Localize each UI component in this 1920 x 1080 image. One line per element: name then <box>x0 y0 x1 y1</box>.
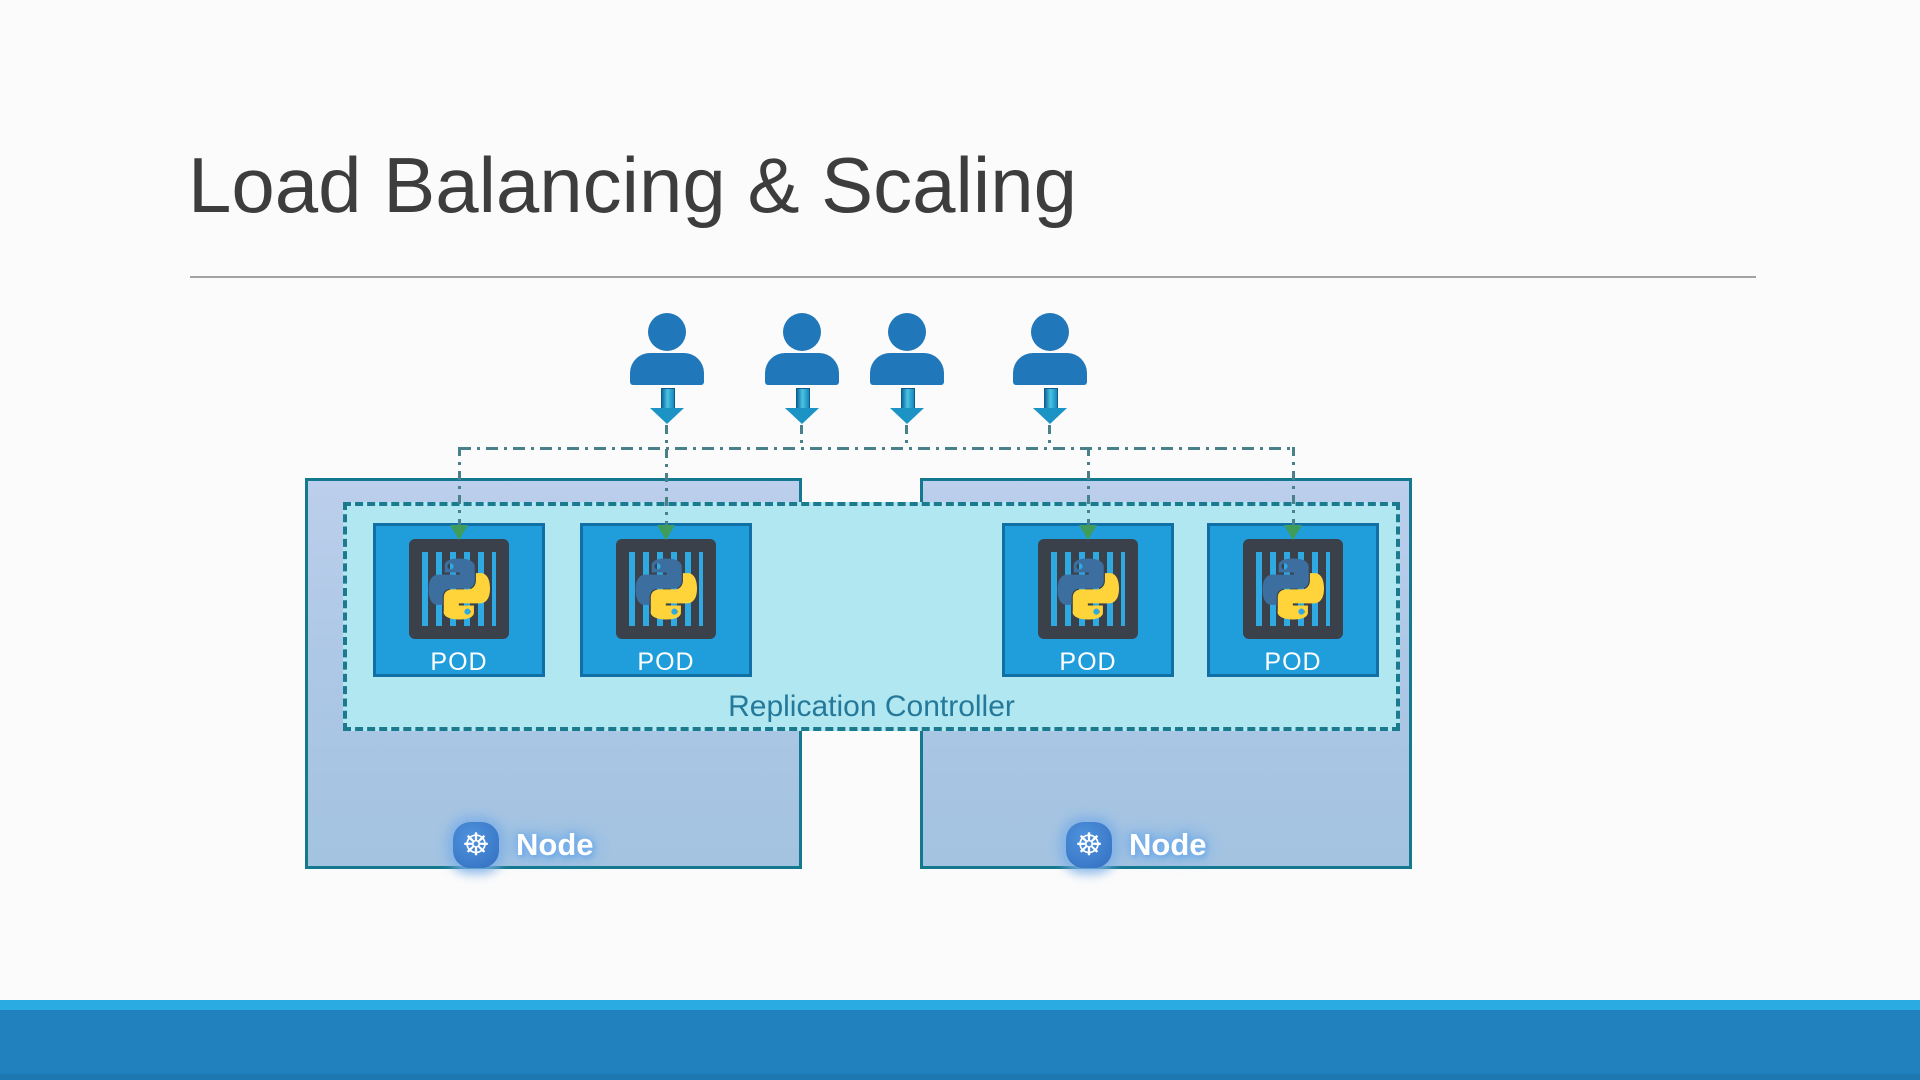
connector-line <box>458 447 461 525</box>
down-arrow-icon <box>785 388 819 424</box>
user-body <box>870 353 944 385</box>
user-icon <box>629 313 705 385</box>
connector-line <box>665 425 668 525</box>
python-logo-icon <box>1057 558 1119 620</box>
footer-bar <box>0 1010 1920 1074</box>
node-label: Node <box>1129 827 1207 862</box>
python-logo-icon <box>1262 558 1324 620</box>
pod-box: POD <box>1002 523 1174 677</box>
title-divider <box>190 276 1756 278</box>
connector-arrowhead-icon <box>657 525 675 540</box>
pod-box: POD <box>373 523 545 677</box>
connector-line <box>1292 447 1295 525</box>
footer-accent-bar <box>0 1000 1920 1010</box>
connector-bus-line <box>459 447 1295 450</box>
node-label: Node <box>516 827 594 862</box>
pod-label: POD <box>637 648 695 676</box>
down-arrow-icon <box>650 388 684 424</box>
user-head <box>888 313 926 351</box>
connector-line <box>800 425 803 449</box>
pod-box: POD <box>1207 523 1379 677</box>
connector-arrowhead-icon <box>1284 525 1302 540</box>
container-icon <box>616 539 716 639</box>
pod-label: POD <box>430 648 488 676</box>
user-head <box>648 313 686 351</box>
kubernetes-icon: ☸ <box>453 822 499 868</box>
container-icon <box>1243 539 1343 639</box>
footer-bottom-strip <box>0 1074 1920 1080</box>
user-icon <box>869 313 945 385</box>
down-arrow-icon <box>890 388 924 424</box>
connector-arrowhead-icon <box>1079 525 1097 540</box>
down-arrow-icon <box>1033 388 1067 424</box>
user-icon <box>764 313 840 385</box>
pod-label: POD <box>1059 648 1117 676</box>
replication-controller-label: Replication Controller <box>728 690 1015 723</box>
user-head <box>783 313 821 351</box>
user-head <box>1031 313 1069 351</box>
connector-line <box>905 425 908 449</box>
connector-line <box>1087 447 1090 525</box>
connector-arrowhead-icon <box>450 525 468 540</box>
user-icon <box>1012 313 1088 385</box>
page-title: Load Balancing & Scaling <box>188 141 1077 229</box>
connector-line <box>1048 425 1051 449</box>
user-body <box>1013 353 1087 385</box>
container-icon <box>1038 539 1138 639</box>
kubernetes-icon: ☸ <box>1066 822 1112 868</box>
python-logo-icon <box>428 558 490 620</box>
pod-label: POD <box>1264 648 1322 676</box>
python-logo-icon <box>635 558 697 620</box>
user-body <box>630 353 704 385</box>
user-body <box>765 353 839 385</box>
container-icon <box>409 539 509 639</box>
pod-box: POD <box>580 523 752 677</box>
